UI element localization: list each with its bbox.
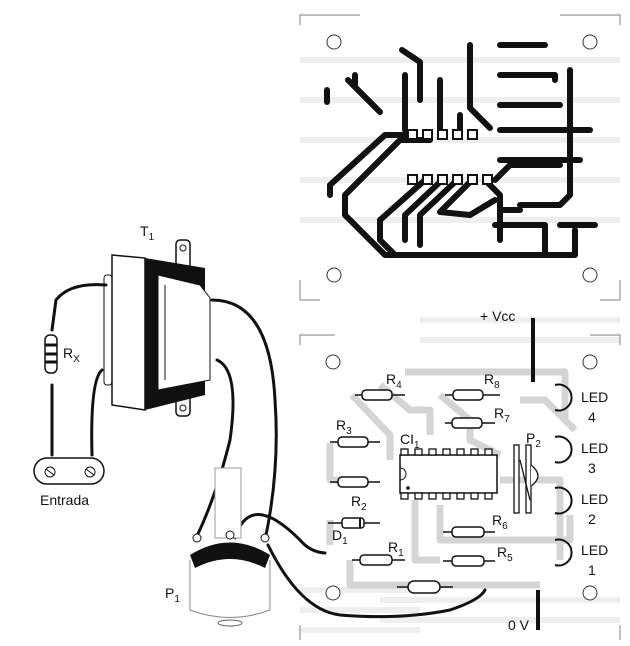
- label-led2: LED: [581, 491, 608, 507]
- label-led3-num: 3: [588, 460, 596, 476]
- pcb-component-layout: [299, 318, 621, 640]
- label-d1: D1: [332, 527, 348, 547]
- label-r6: R6: [492, 512, 508, 532]
- label-entrada: Entrada: [40, 492, 89, 508]
- mounting-hole: [582, 354, 598, 370]
- label-0v: 0 V: [508, 617, 530, 633]
- wires: [50, 283, 487, 619]
- trimmer-p2: [513, 444, 539, 514]
- diode-d1: [328, 517, 380, 529]
- label-t1: T1: [140, 223, 155, 243]
- label-r1: R1: [388, 539, 404, 559]
- input-terminal-block: [33, 457, 105, 485]
- label-r7: R7: [494, 405, 510, 425]
- mounting-hole: [326, 267, 342, 283]
- mounting-hole: [325, 354, 341, 370]
- resistor-r4: [355, 389, 405, 401]
- label-led4-num: 4: [588, 409, 596, 425]
- transformer-t1: [103, 239, 211, 417]
- mounting-hole: [326, 34, 342, 50]
- mounting-hole: [582, 585, 598, 601]
- label-r3: R3: [336, 417, 352, 437]
- label-ci1: CI1: [400, 431, 420, 451]
- label-p2: P2: [526, 430, 541, 450]
- mounting-hole: [325, 585, 341, 601]
- label-led2-num: 2: [588, 511, 596, 527]
- label-r5: R5: [497, 544, 513, 564]
- pcb-copper-layout: [299, 14, 621, 301]
- potentiometer-p1: [189, 467, 271, 627]
- label-r8: R8: [484, 371, 500, 391]
- resistor-r6: [443, 526, 495, 538]
- mounting-hole: [582, 267, 598, 283]
- label-led4: LED: [581, 389, 608, 405]
- capacitor: [397, 580, 453, 594]
- ic-ci1: [399, 448, 498, 500]
- resistor-r3: [330, 436, 380, 448]
- resistor-rx: [44, 334, 58, 374]
- label-r2: R2: [351, 493, 367, 513]
- pcb-traces-shadow: [326, 368, 578, 589]
- led-symbols: [554, 383, 573, 567]
- label-led1-num: 1: [588, 562, 596, 578]
- mounting-hole: [582, 34, 598, 50]
- label-led1: LED: [581, 542, 608, 558]
- resistor-r5: [443, 555, 495, 567]
- resistor-r7: [445, 417, 495, 429]
- ic-pads: [407, 129, 493, 185]
- label-rx: RX: [63, 345, 80, 365]
- label-p1: P1: [165, 585, 180, 605]
- resistor-r8: [445, 389, 500, 401]
- label-r4: R4: [386, 371, 402, 391]
- label-vcc: + Vcc: [480, 308, 515, 324]
- resistor-r1: [352, 554, 405, 566]
- resistor-unlabeled: [330, 476, 380, 488]
- label-led3: LED: [581, 440, 608, 456]
